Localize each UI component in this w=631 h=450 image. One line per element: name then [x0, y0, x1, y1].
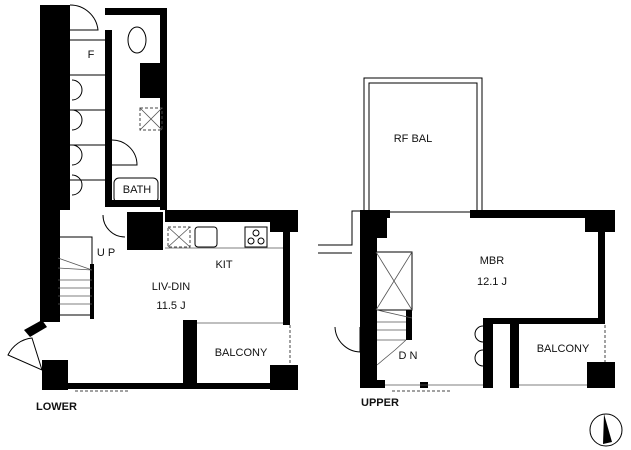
bath-label: BATH [123, 184, 152, 196]
upper-stairs[interactable] [376, 309, 413, 366]
washer-icon [139, 107, 163, 131]
door-swing [102, 214, 126, 238]
living-size: 11.5 J [156, 300, 185, 312]
upper-balcony-label: BALCONY [537, 343, 590, 355]
door-swing [69, 4, 99, 31]
bath-door[interactable] [111, 139, 138, 166]
lower-floor: F BATH U P KIT LIV-DIN 11.5 J BALCONY LO… [7, 4, 298, 413]
lower-labels: F BATH U P KIT LIV-DIN 11.5 J BALCONY LO… [36, 49, 268, 413]
upper-caption: UPPER [361, 397, 399, 409]
kitchen-sink-icon [194, 226, 218, 248]
sink-icon [144, 69, 161, 93]
roof-balcony [363, 77, 483, 213]
bathtub-icon [113, 177, 159, 204]
upper-door[interactable] [334, 326, 361, 353]
bedroom-size: 12.1 J [477, 276, 507, 288]
stove-icon [244, 226, 268, 248]
toilet-icon [127, 26, 147, 54]
closets[interactable] [70, 39, 105, 196]
stairs-down-label: D N [399, 350, 418, 362]
closet-doors[interactable] [474, 325, 484, 367]
upper-labels: RF BAL MBR 12.1 J D N BALCONY UPPER [361, 133, 590, 409]
roof-balcony-label: RF BAL [394, 133, 433, 145]
lower-walls [24, 5, 298, 390]
upper-floor: RF BAL MBR 12.1 J D N BALCONY UPPER [318, 77, 615, 409]
living-label: LIV-DIN [152, 281, 191, 293]
entry-door[interactable] [7, 337, 43, 371]
kitchen-label: KIT [215, 259, 232, 271]
lower-caption: LOWER [36, 401, 77, 413]
stairs-up-label: U P [97, 247, 115, 259]
lower-stairs[interactable] [57, 236, 93, 316]
north-arrow-icon [589, 413, 623, 447]
bedroom-label: MBR [480, 255, 505, 267]
upper-walls [360, 210, 615, 388]
fridge-icon [167, 226, 191, 248]
stair-void [375, 251, 413, 311]
lower-balcony-label: BALCONY [215, 347, 268, 359]
closet-label: F [88, 49, 95, 61]
